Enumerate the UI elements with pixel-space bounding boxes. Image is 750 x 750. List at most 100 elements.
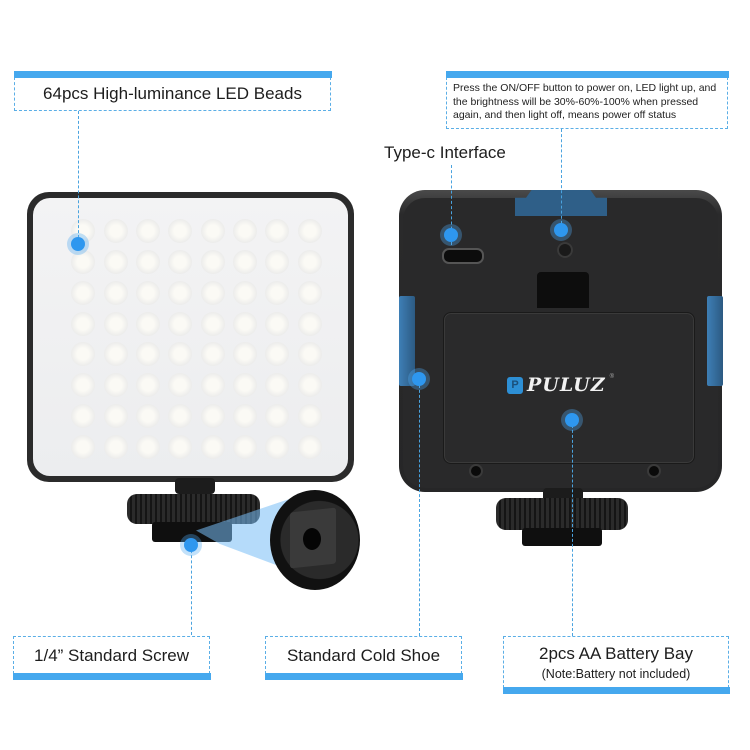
led-bead	[71, 311, 96, 336]
led-bead	[135, 219, 160, 244]
led-bead	[297, 280, 322, 305]
callout-screw: 1/4” Standard Screw	[12, 636, 211, 680]
led-bead	[103, 311, 128, 336]
led-bead	[233, 434, 258, 459]
marker-power-button	[554, 223, 568, 237]
led-bead	[297, 219, 322, 244]
marker-type-c	[444, 228, 458, 242]
led-bead	[233, 219, 258, 244]
led-bead	[135, 311, 160, 336]
led-bead	[265, 280, 290, 305]
led-bead	[200, 373, 225, 398]
led-bead	[103, 219, 128, 244]
led-bead	[168, 373, 193, 398]
callout-led-beads: 64pcs High-luminance LED Beads	[13, 71, 332, 111]
callout-power-button: Press the ON/OFF button to power on, LED…	[445, 71, 729, 129]
led-bead	[168, 250, 193, 275]
led-bead	[265, 250, 290, 275]
front-mount-screw	[175, 478, 215, 494]
back-mount-shoe-base	[522, 528, 602, 546]
leader-line-battery	[572, 420, 573, 636]
led-bead	[297, 250, 322, 275]
led-bead	[297, 403, 322, 428]
led-bead	[135, 342, 160, 367]
shoe-hinge	[537, 272, 589, 308]
led-bead	[71, 280, 96, 305]
callout-cold-shoe: Standard Cold Shoe	[264, 636, 463, 680]
led-bead	[71, 342, 96, 367]
led-bead	[200, 342, 225, 367]
left-side-clip	[399, 296, 415, 386]
puluz-logo-icon: P	[507, 376, 523, 394]
led-bead	[135, 373, 160, 398]
led-bead	[71, 250, 96, 275]
led-bead	[103, 403, 128, 428]
led-bead	[168, 342, 193, 367]
led-bead	[71, 434, 96, 459]
led-bead	[168, 311, 193, 336]
led-bead	[168, 434, 193, 459]
brand-name: PULUZ	[527, 374, 606, 396]
led-panel-back: P PULUZ ®	[399, 190, 722, 492]
led-bead	[297, 434, 322, 459]
led-bead	[297, 373, 322, 398]
leader-line-power	[561, 129, 562, 229]
led-bead	[265, 311, 290, 336]
callout-battery-bay: 2pcs AA Battery Bay (Note:Battery not in…	[502, 636, 730, 694]
leader-line-led	[78, 111, 79, 243]
led-bead	[168, 280, 193, 305]
led-bead	[265, 434, 290, 459]
marker-led-beads	[71, 237, 85, 251]
led-bead	[233, 342, 258, 367]
led-bead	[135, 434, 160, 459]
led-bead	[233, 403, 258, 428]
marker-screw	[184, 538, 198, 552]
led-bead-grid	[33, 198, 348, 476]
led-bead	[103, 373, 128, 398]
led-panel-front	[27, 192, 354, 482]
leader-line-cold-shoe	[419, 380, 420, 636]
back-housing: P PULUZ ®	[403, 198, 718, 488]
screw-label: 1/4” Standard Screw	[34, 645, 189, 665]
registered-mark: ®	[609, 374, 615, 380]
led-bead	[200, 403, 225, 428]
led-bead	[103, 250, 128, 275]
battery-note: (Note:Battery not included)	[541, 667, 691, 681]
led-bead	[233, 250, 258, 275]
battery-door	[443, 312, 695, 464]
power-desc-line-1: Press the ON/OFF button to power on, LED…	[453, 82, 717, 95]
led-beads-label: 64pcs High-luminance LED Beads	[43, 83, 302, 103]
power-desc-line-2: the brightness will be 30%-60%-100% when…	[453, 95, 699, 108]
marker-cold-shoe	[412, 372, 426, 386]
led-bead	[135, 250, 160, 275]
led-bead	[200, 280, 225, 305]
type-c-label: Type-c Interface	[384, 143, 506, 162]
power-button	[557, 242, 573, 258]
led-bead	[265, 373, 290, 398]
led-bead	[135, 280, 160, 305]
led-bead	[297, 311, 322, 336]
led-bead	[200, 219, 225, 244]
screw-hole	[303, 528, 321, 550]
led-bead	[233, 373, 258, 398]
led-bead	[200, 250, 225, 275]
puluz-logo: P PULUZ ®	[507, 374, 614, 396]
right-side-clip	[707, 296, 723, 386]
led-bead	[297, 342, 322, 367]
screw-right	[649, 466, 659, 476]
led-bead	[168, 219, 193, 244]
led-bead	[103, 434, 128, 459]
led-bead	[71, 373, 96, 398]
power-desc-line-3: again, and then light off, means power o…	[453, 109, 677, 122]
marker-battery-bay	[565, 413, 579, 427]
led-bead	[265, 342, 290, 367]
leader-line-screw	[191, 545, 192, 635]
led-bead	[265, 403, 290, 428]
led-bead	[168, 403, 193, 428]
led-bead	[265, 219, 290, 244]
led-bead	[71, 403, 96, 428]
cold-shoe-label: Standard Cold Shoe	[286, 645, 441, 665]
led-bead	[233, 280, 258, 305]
led-bead	[103, 280, 128, 305]
led-bead	[103, 342, 128, 367]
